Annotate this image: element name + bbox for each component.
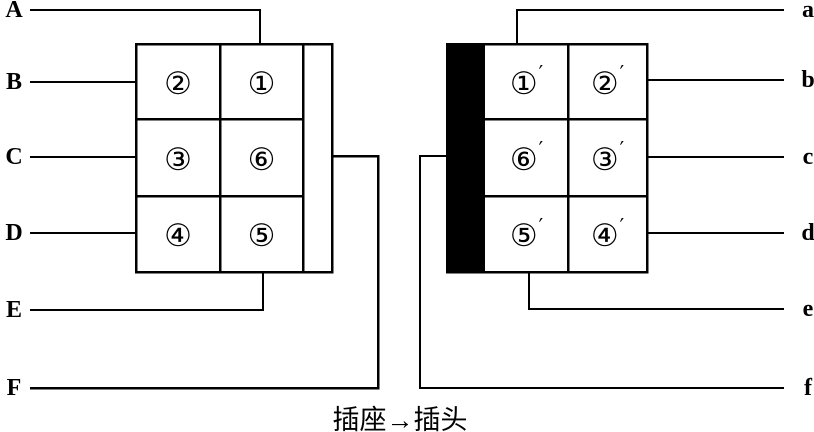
prime-mark: ′	[619, 61, 625, 85]
terminal-F: F	[6, 375, 22, 401]
terminal-E: E	[5, 297, 22, 323]
socket-cell-2: ②	[164, 65, 192, 102]
wire-e	[528, 272, 784, 310]
wire-f	[419, 155, 784, 389]
plug-cell-5-prime: ⑤′	[509, 213, 544, 254]
prime-mark: ′	[538, 213, 544, 238]
wire-A	[30, 9, 261, 44]
socket-cell-5: ⑤	[247, 218, 276, 254]
socket-cell-6: ⑥	[247, 141, 276, 178]
plug-cell-1-prime: ①′	[509, 61, 544, 102]
plug-cell-4-prime: ④′	[590, 213, 625, 254]
terminal-C: C	[5, 144, 23, 170]
plug-grid	[445, 42, 649, 274]
wire-a	[516, 9, 784, 44]
caption: 插座→插头	[332, 405, 468, 432]
terminal-D: D	[5, 220, 23, 246]
plug-key-column	[447, 44, 485, 272]
terminal-B: B	[5, 69, 22, 95]
terminal-f: f	[804, 375, 812, 401]
prime-mark: ′	[619, 137, 625, 161]
terminal-e: e	[802, 296, 814, 322]
prime-mark: ′	[619, 213, 625, 238]
wire-E	[30, 272, 264, 311]
prime-mark: ′	[538, 61, 544, 85]
terminal-d: d	[801, 220, 814, 246]
wire-F	[30, 154, 380, 390]
socket-cell-4: ④	[164, 218, 192, 254]
prime-mark: ′	[538, 137, 544, 161]
terminal-A: A	[5, 0, 23, 23]
socket-cell-3: ③	[164, 141, 192, 178]
socket-cell-1: ①	[247, 65, 276, 102]
terminal-c: c	[802, 144, 814, 170]
socket-grid	[134, 42, 334, 274]
plug-cell-6-prime: ⑥′	[509, 137, 544, 178]
plug-cell-3-prime: ③′	[590, 137, 625, 178]
plug-cell-2-prime: ②′	[590, 61, 625, 102]
terminal-a: a	[802, 0, 814, 23]
terminal-b: b	[801, 67, 814, 93]
